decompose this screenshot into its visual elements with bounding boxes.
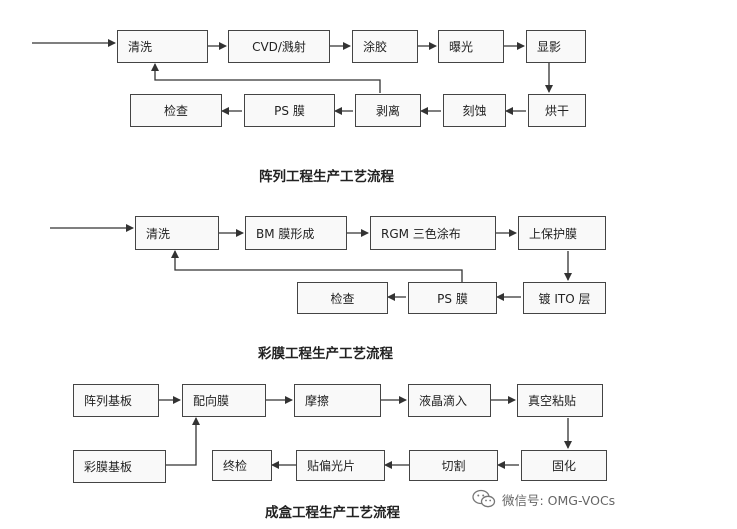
cf-step-overcoat: 上保护膜 (518, 216, 606, 250)
arrow-cf-loop (171, 250, 463, 282)
array-step-develop: 显影 (526, 30, 586, 63)
cell-step-rubbing: 摩擦 (294, 384, 381, 417)
watermark-text: 微信号: OMG-VOCs (502, 492, 616, 508)
arrow-array-loop (151, 63, 381, 93)
cf-step-clean: 清洗 (135, 216, 219, 250)
array-step-clean: 清洗 (117, 30, 208, 63)
array-step-coat: 涂胶 (352, 30, 418, 63)
cf-step-rgm-coat: RGM 三色涂布 (370, 216, 496, 250)
cell-step-lc-drop: 液晶滴入 (408, 384, 491, 417)
cell-step-cf-substrate: 彩膜基板 (73, 450, 166, 483)
cell-step-final-inspect: 终检 (212, 450, 272, 481)
wechat-icon (472, 489, 496, 508)
cf-caption: 彩膜工程生产工艺流程 (258, 346, 393, 362)
array-step-strip: 剥离 (355, 94, 421, 127)
array-step-etch: 刻蚀 (443, 94, 506, 127)
cf-step-ito: 镀 ITO 层 (523, 282, 606, 314)
array-caption: 阵列工程生产工艺流程 (259, 169, 394, 185)
cf-step-inspect: 检查 (297, 282, 388, 314)
cf-step-bm-film: BM 膜形成 (245, 216, 347, 250)
array-step-ps-film: PS 膜 (244, 94, 335, 127)
cell-step-vacuum-bond: 真空粘贴 (517, 384, 603, 417)
array-step-expose: 曝光 (438, 30, 504, 63)
cell-step-array-substrate: 阵列基板 (73, 384, 159, 417)
watermark: 微信号: OMG-VOCs (472, 489, 615, 509)
cell-step-alignment-film: 配向膜 (182, 384, 266, 417)
arrow-cell-merge (166, 417, 200, 466)
cell-caption: 成盒工程生产工艺流程 (265, 505, 400, 521)
array-step-bake: 烘干 (528, 94, 586, 127)
cell-step-cure: 固化 (521, 450, 607, 481)
array-step-inspect: 检查 (130, 94, 222, 127)
array-step-cvd-sputter: CVD/溅射 (228, 30, 330, 63)
cell-step-cut: 切割 (409, 450, 498, 481)
cf-step-ps-film: PS 膜 (408, 282, 497, 314)
cell-step-polarizer: 贴偏光片 (296, 450, 385, 481)
